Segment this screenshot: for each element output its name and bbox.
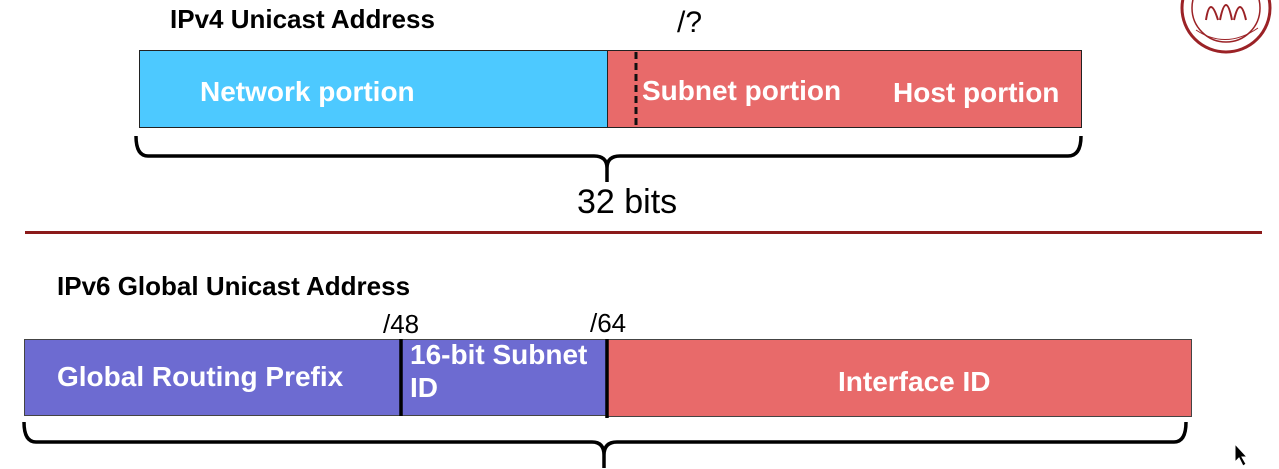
- ipv6-interface-id: Interface ID: [607, 339, 1192, 417]
- university-seal-logo: [1180, 0, 1272, 54]
- ipv4-brace: [134, 135, 1083, 182]
- ipv4-host-label: Host portion: [893, 77, 1060, 108]
- section-divider: [25, 231, 1262, 234]
- ipv4-bits-label: 32 bits: [577, 183, 678, 221]
- ipv6-interface-label: Interface ID: [838, 366, 991, 397]
- ipv6-prefix-label: Global Routing Prefix: [57, 361, 344, 392]
- ipv6-global-routing-prefix: Global Routing Prefix: [24, 339, 402, 416]
- ipv4-mask-label: /?: [677, 6, 703, 39]
- ipv6-subnet-label-line1: 16-bit Subnet: [410, 339, 588, 370]
- ipv4-network-portion: Network portion: [139, 50, 608, 128]
- ipv6-mark-64: /64: [590, 308, 627, 338]
- ipv4-subnet-host-portion: Subnet portion Host portion: [607, 50, 1082, 128]
- ipv4-title: IPv4 Unicast Address: [170, 4, 435, 34]
- ipv6-brace: [22, 421, 1188, 468]
- ipv6-title: IPv6 Global Unicast Address: [57, 271, 411, 301]
- mouse-cursor-icon: [1234, 442, 1249, 467]
- ipv4-network-label: Network portion: [200, 76, 415, 107]
- ipv6-subnet-label-line2: ID: [410, 372, 438, 403]
- ipv6-mark-48: /48: [383, 309, 420, 339]
- ipv4-subnet-label: Subnet portion: [642, 75, 842, 106]
